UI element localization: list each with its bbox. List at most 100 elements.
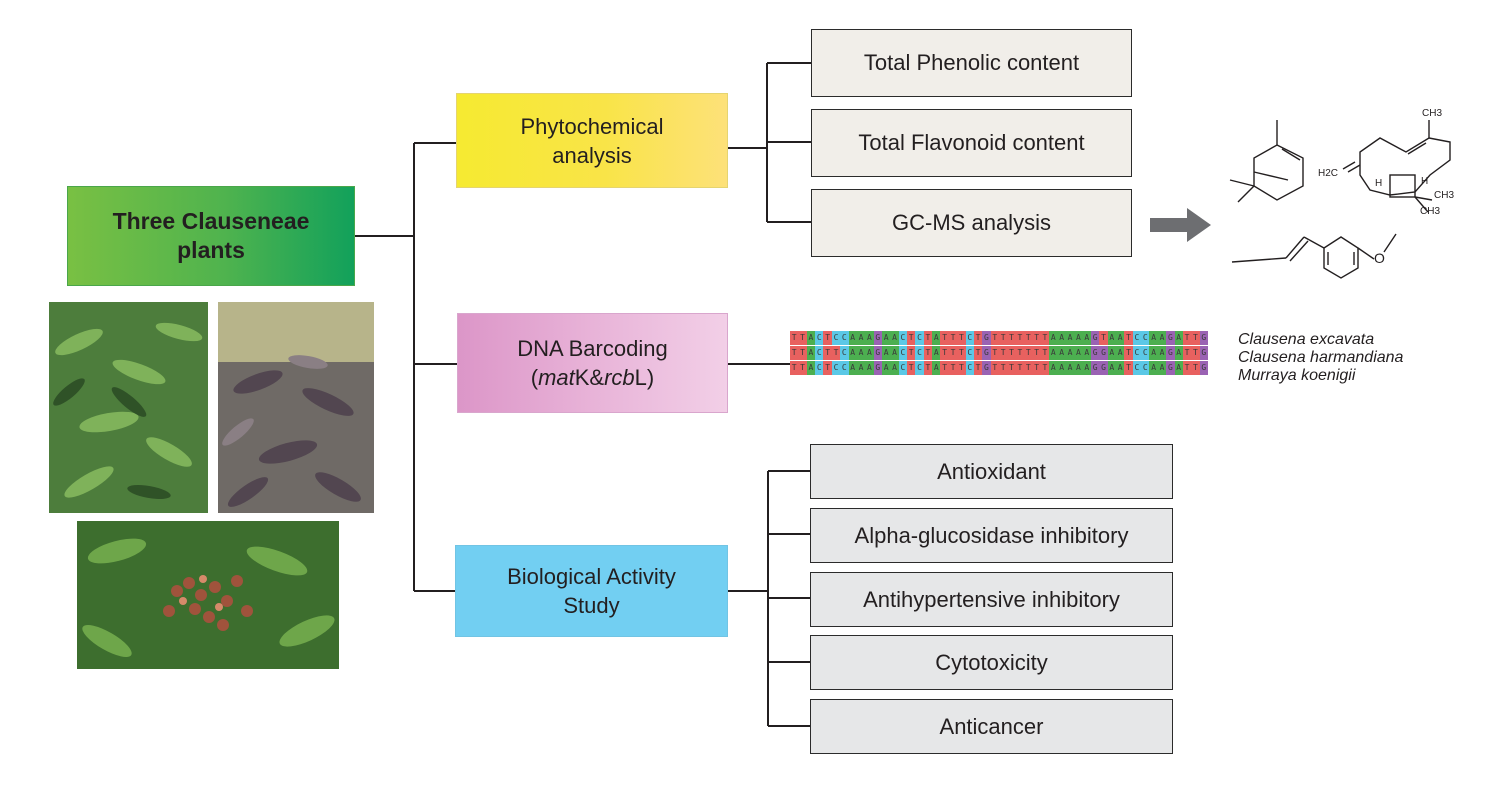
nucleotide-A: A: [890, 331, 899, 345]
nucleotide-A: A: [1107, 346, 1117, 360]
nucleotide-A: A: [865, 346, 874, 360]
bio-label-line1: Biological Activity: [507, 564, 676, 589]
nucleotide-A: A: [881, 346, 891, 360]
chemical-structures: CH3 H2C H H CH3 CH3 O: [1229, 108, 1454, 279]
nucleotide-T: T: [923, 346, 933, 360]
nucleotide-C: C: [898, 331, 908, 345]
nucleotide-G: G: [1199, 361, 1208, 375]
nucleotide-T: T: [1024, 361, 1033, 375]
nucleotide-T: T: [1015, 346, 1025, 360]
nucleotide-T: T: [1040, 361, 1050, 375]
nucleotide-T: T: [1024, 331, 1033, 345]
nucleotide-T: T: [1032, 331, 1041, 345]
nucleotide-A: A: [806, 361, 816, 375]
species-clausena-excavata: Clausena excavata: [1238, 331, 1375, 348]
nucleotide-T: T: [1015, 331, 1025, 345]
root-title-line2: plants: [177, 237, 245, 263]
nucleotide-A: A: [806, 331, 816, 345]
label-ch3-b: CH3: [1420, 206, 1440, 217]
plant-photo-1: [49, 302, 208, 513]
nucleotide-T: T: [1040, 346, 1050, 360]
nucleotide-T: T: [948, 346, 958, 360]
nucleotide-T: T: [907, 361, 916, 375]
nucleotide-C: C: [831, 361, 841, 375]
nucleotide-A: A: [1149, 346, 1158, 360]
nucleotide-A: A: [848, 331, 857, 345]
nucleotide-G: G: [1199, 346, 1208, 360]
nucleotide-A: A: [856, 346, 866, 360]
nucleotide-T: T: [907, 331, 916, 345]
nucleotide-T: T: [790, 331, 799, 345]
right-arrow-icon: [1150, 208, 1211, 242]
nucleotide-A: A: [1049, 331, 1058, 345]
gene-mat: mat: [538, 365, 575, 390]
nucleotide-T: T: [907, 346, 916, 360]
nucleotide-A: A: [1174, 361, 1183, 375]
nucleotide-A: A: [1082, 361, 1091, 375]
nucleotide-A: A: [1057, 331, 1066, 345]
nucleotide-A: A: [1065, 361, 1075, 375]
nucleotide-C: C: [1132, 346, 1142, 360]
nucleotide-T: T: [923, 331, 933, 345]
nucleotide-C: C: [965, 361, 974, 375]
nucleotide-A: A: [1174, 331, 1183, 345]
nucleotide-G: G: [1090, 361, 1100, 375]
gene-mat-suffix: K&: [574, 365, 605, 390]
nucleotide-G: G: [982, 361, 991, 375]
nucleotide-A: A: [1065, 346, 1075, 360]
nucleotide-T: T: [1007, 346, 1016, 360]
nucleotide-T: T: [948, 331, 958, 345]
nucleotide-A: A: [1116, 331, 1125, 345]
nucleotide-A: A: [1074, 361, 1083, 375]
nucleotide-A: A: [1116, 346, 1125, 360]
nucleotide-T: T: [990, 346, 999, 360]
nucleotide-A: A: [1082, 331, 1091, 345]
nucleotide-G: G: [1099, 361, 1108, 375]
nucleotide-T: T: [798, 346, 807, 360]
nucleotide-T: T: [940, 346, 949, 360]
nucleotide-T: T: [973, 361, 983, 375]
nucleotide-C: C: [831, 331, 841, 345]
nucleotide-T: T: [1007, 331, 1016, 345]
plant-photo-3: [77, 521, 339, 669]
nucleotide-T: T: [998, 361, 1008, 375]
nucleotide-T: T: [823, 361, 832, 375]
nucleotide-A: A: [1065, 331, 1075, 345]
nucleotide-A: A: [1116, 361, 1125, 375]
root-title-line1: Three Clauseneae: [112, 208, 310, 234]
nucleotide-C: C: [965, 331, 974, 345]
nucleotide-A: A: [1074, 331, 1083, 345]
plant-photo-2: [218, 302, 374, 513]
nucleotide-A: A: [1174, 346, 1183, 360]
nucleotide-G: G: [1199, 331, 1208, 345]
nucleotide-C: C: [815, 346, 824, 360]
nucleotide-A: A: [856, 361, 866, 375]
nucleotide-T: T: [957, 331, 966, 345]
nucleotide-T: T: [1182, 346, 1192, 360]
nucleotide-T: T: [1040, 331, 1050, 345]
nucleotide-T: T: [798, 331, 807, 345]
nucleotide-T: T: [1182, 331, 1192, 345]
nucleotide-G: G: [1090, 331, 1100, 345]
nucleotide-G: G: [1166, 361, 1175, 375]
nucleotide-T: T: [948, 361, 958, 375]
nucleotide-G: G: [1166, 346, 1175, 360]
nucleotide-C: C: [915, 331, 924, 345]
nucleotide-C: C: [1141, 346, 1150, 360]
nucleotide-T: T: [1191, 331, 1200, 345]
nucleotide-A: A: [856, 331, 866, 345]
nucleotide-G: G: [873, 346, 882, 360]
nucleotide-T: T: [940, 361, 949, 375]
nucleotide-T: T: [831, 346, 841, 360]
nucleotide-G: G: [1090, 346, 1100, 360]
root-node: Three Clauseneae plants: [67, 186, 355, 286]
nucleotide-T: T: [790, 361, 799, 375]
species-clausena-harmandiana: Clausena harmandiana: [1238, 349, 1404, 366]
nucleotide-A: A: [932, 346, 941, 360]
nucleotide-A: A: [881, 361, 891, 375]
bio-item-antioxidant: Antioxidant: [810, 444, 1173, 499]
alpha-pinene-structure: [1229, 120, 1304, 203]
